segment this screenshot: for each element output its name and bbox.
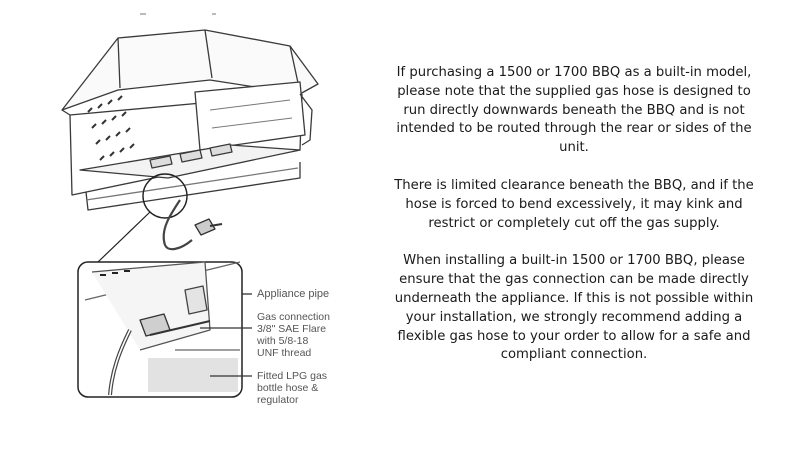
bbq-line-drawing: [61, 13, 319, 398]
installation-notice: If purchasing a 1500 or 1700 BBQ as a bu…: [385, 64, 763, 384]
callout-gas-connection: Gas connection 3/8" SAE Flare with 5/8-1…: [257, 311, 330, 359]
bbq-installation-diagram: Appliance pipe Gas connection 3/8" SAE F…: [0, 0, 360, 449]
notice-paragraph: When installing a built-in 1500 or 1700 …: [394, 253, 754, 363]
callout-lpg-hose: Fitted LPG gas bottle hose & regulator: [257, 370, 328, 406]
notice-paragraph: There is limited clearance beneath the B…: [394, 177, 754, 231]
callout-appliance-pipe: Appliance pipe: [257, 288, 330, 300]
notice-paragraph: If purchasing a 1500 or 1700 BBQ as a bu…: [396, 65, 752, 156]
